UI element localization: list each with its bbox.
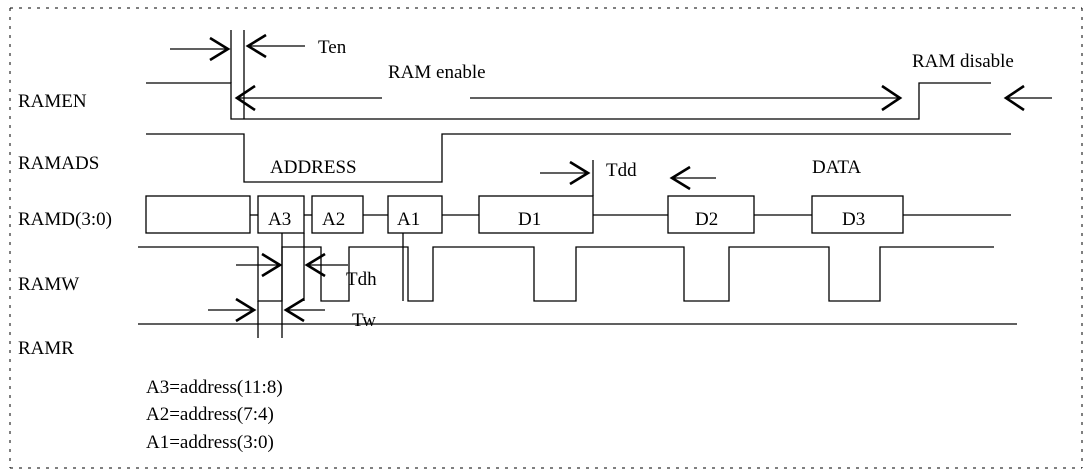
signal-label-ramd: RAMD(3:0) [18,209,112,230]
bus-segment-a2 [311,195,364,234]
address-label: ADDRESS [270,157,357,178]
ram-enable-arrow-left [234,84,382,112]
legend-line-2: A2=address(7:4) [146,404,274,425]
tdh-arrow-left [304,252,348,278]
ram-disable-label: RAM disable [912,51,1014,72]
ramen-waveform [146,82,991,120]
bus-segment-a1 [387,195,443,234]
ramads-waveform [146,133,1011,183]
tw-arrow-left [283,297,325,323]
bus-segment-a3 [257,195,305,234]
ramd-bus: A3 A2 A1 D1 D2 D3 [145,195,1011,234]
tdd-label: Tdd [606,160,637,181]
tdd-arrow-left [669,165,716,191]
tdd-arrow-right [540,160,591,186]
tdh-arrow-right [236,252,283,278]
signal-label-ramads: RAMADS [18,153,99,174]
diagram-frame [9,7,1083,469]
ram-enable-arrow-right [470,84,903,112]
data-label: DATA [812,157,861,178]
ram-disable-arrow [1003,84,1052,112]
ten-arrow-left [245,33,305,59]
signal-label-ramen: RAMEN [18,91,87,112]
ten-label: Ten [318,37,347,58]
ramw-waveform [138,246,994,302]
bus-value-d1: D1 [518,209,541,230]
bus-segment-d2 [667,195,755,234]
bus-value-d3: D3 [842,209,865,230]
legend-line-1: A3=address(11:8) [146,377,283,398]
legend-line-3: A1=address(3:0) [146,432,274,453]
tdh-label: Tdh [346,269,377,290]
bus-value-a3: A3 [268,209,291,230]
tw-label: Tw [352,310,376,331]
ten-arrow-right [170,36,231,62]
bus-segment-d3 [811,195,904,234]
bus-value-a2: A2 [322,209,345,230]
tw-arrow-right [208,297,257,323]
ram-enable-label: RAM enable [388,62,486,83]
bus-value-d2: D2 [695,209,718,230]
signal-label-ramw: RAMW [18,274,79,295]
bus-value-a1: A1 [397,209,420,230]
bus-segment-d1 [478,195,594,234]
bus-segment-initial [145,195,251,234]
signal-label-ramr: RAMR [18,338,74,359]
